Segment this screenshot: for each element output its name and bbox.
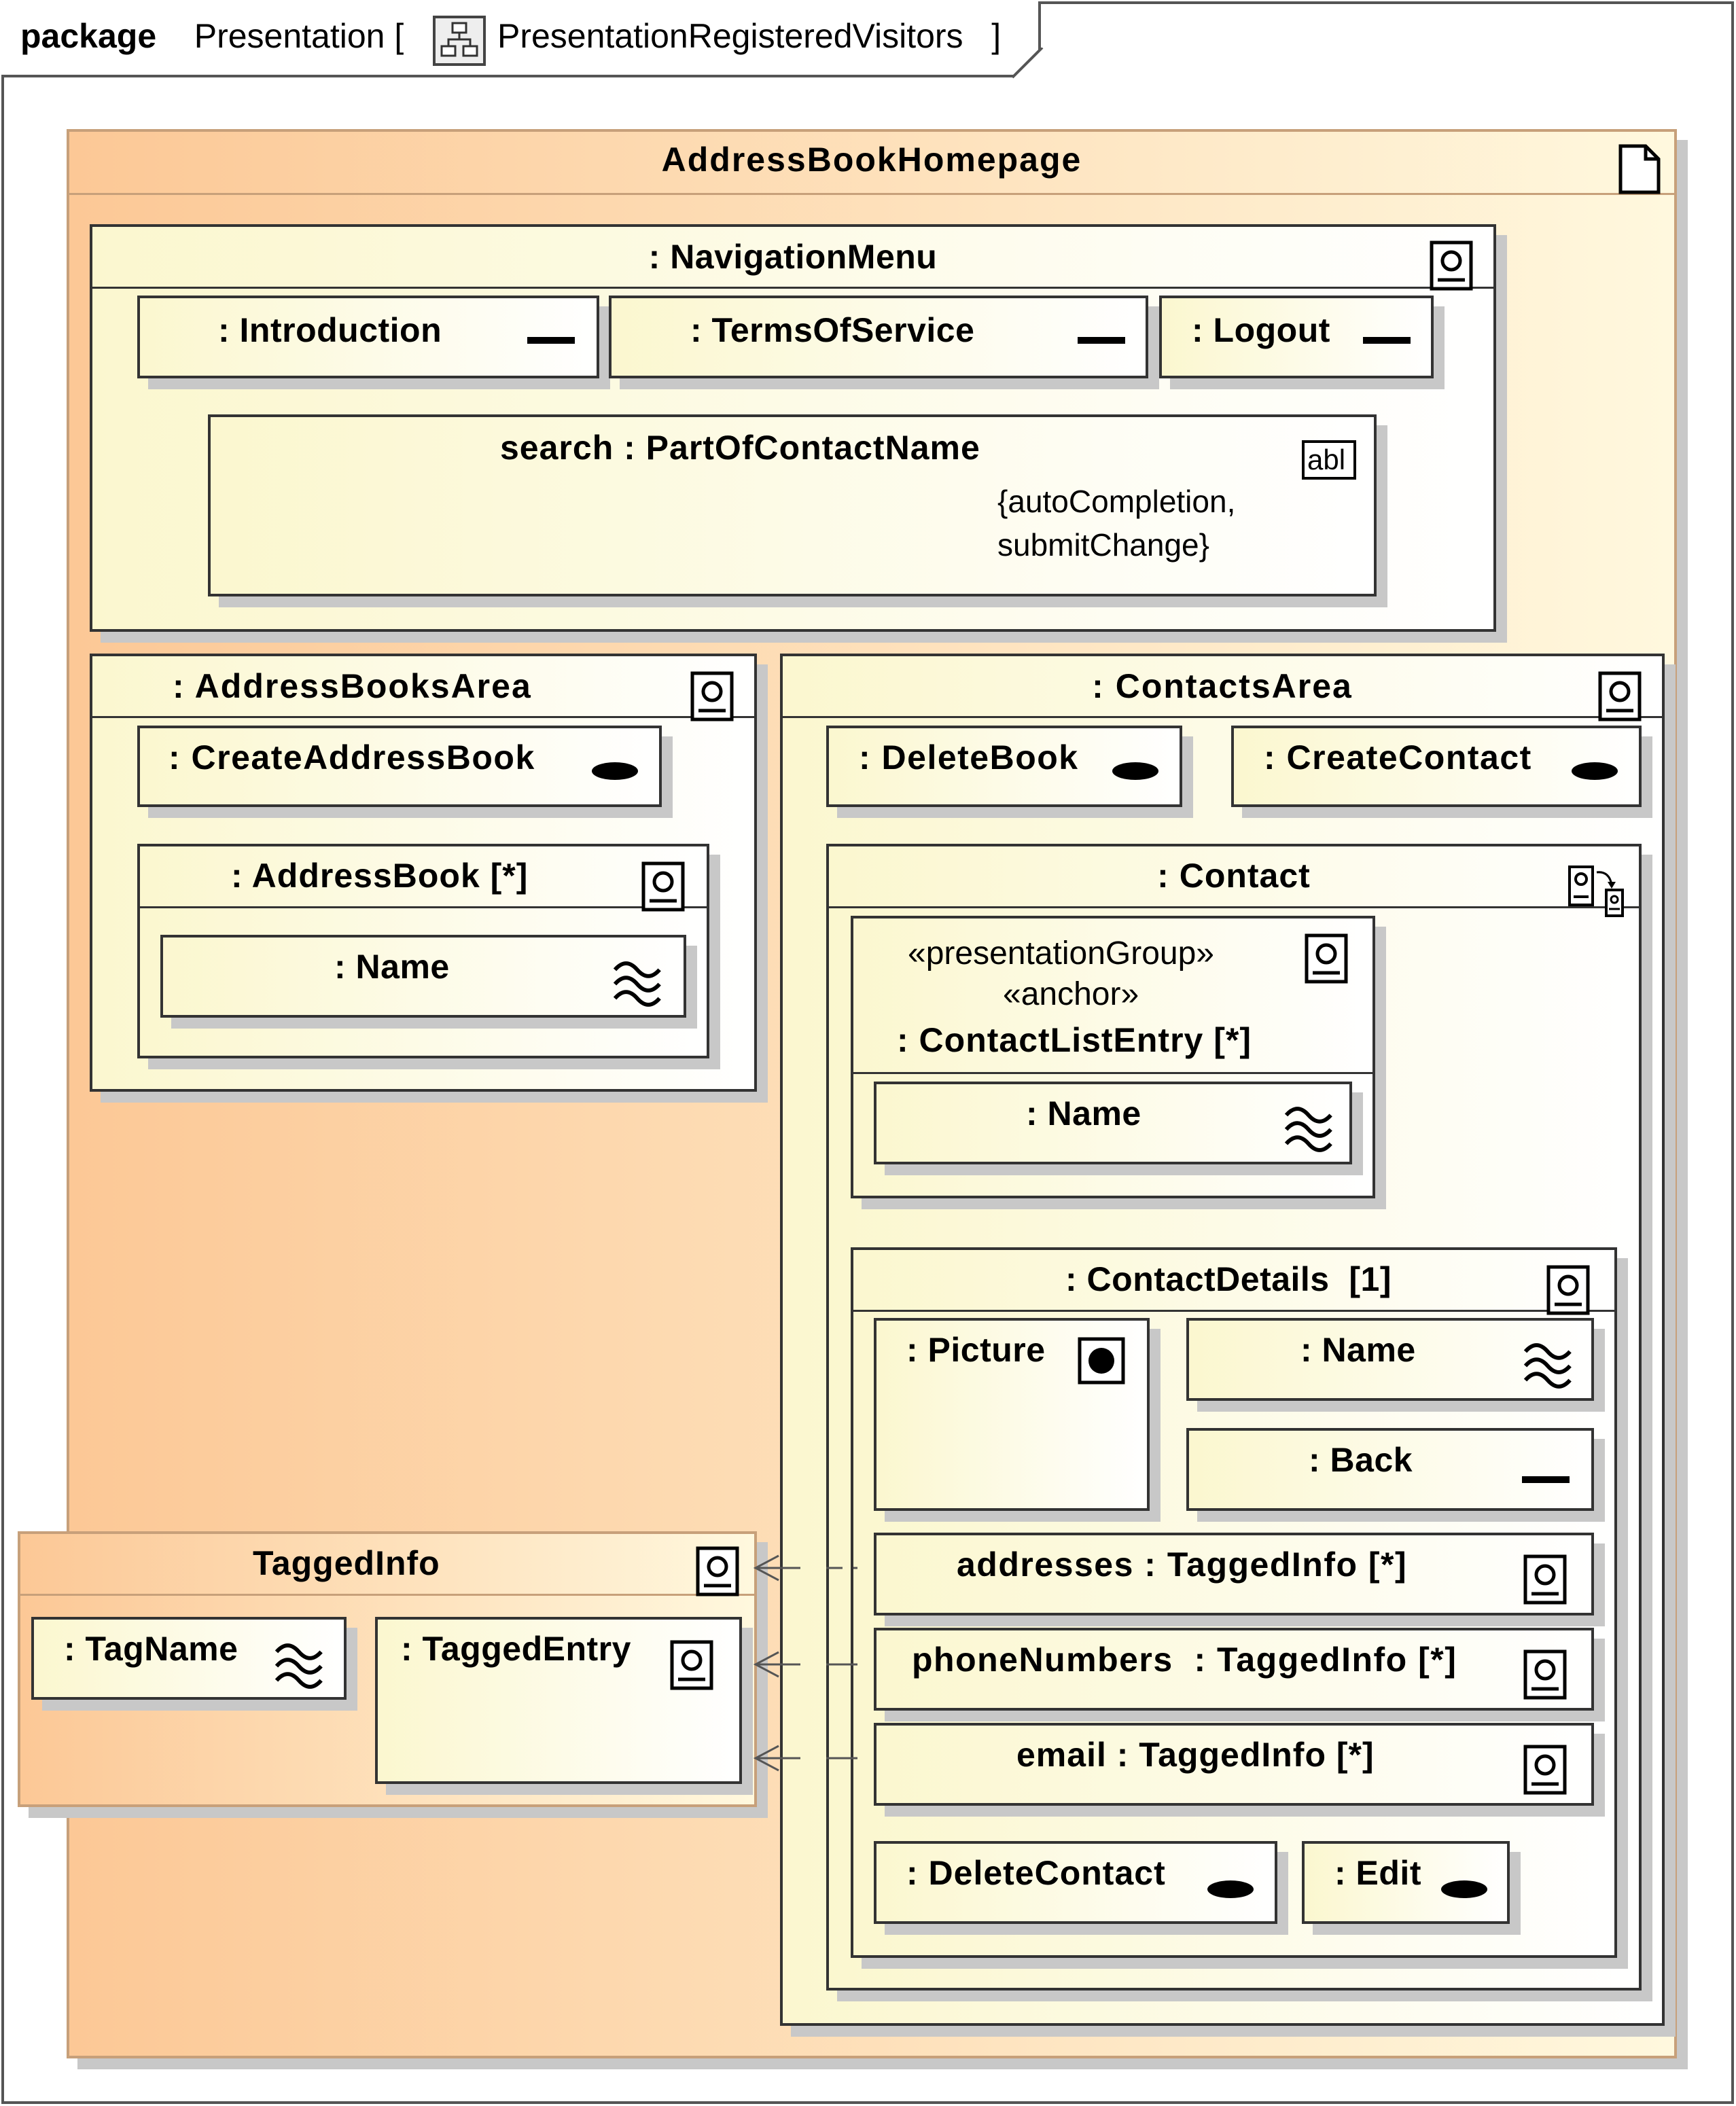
package-header: package Presentation [ (20, 12, 404, 60)
text-input-icon: abl (1302, 440, 1356, 480)
link-icon (1078, 334, 1125, 347)
picture-label: : Picture (906, 1331, 1046, 1369)
container-icon (1523, 1554, 1567, 1605)
introduction-label: : Introduction (218, 311, 442, 349)
tag-name-label: : TagName (64, 1630, 238, 1668)
link-icon (1522, 1473, 1570, 1486)
text-icon (272, 1636, 327, 1692)
contact-list-name-label: : Name (1026, 1094, 1141, 1132)
create-address-book-label: : CreateAddressBook (169, 738, 535, 777)
image-icon (1078, 1337, 1125, 1385)
package-tab-corner (1012, 48, 1044, 79)
contact-details-title: : ContactDetails [1] (1065, 1260, 1392, 1298)
page-icon (1618, 144, 1661, 194)
edit-label: : Edit (1334, 1854, 1421, 1892)
button-icon (1571, 761, 1618, 781)
navigation-menu-title: : NavigationMenu (648, 238, 938, 276)
container-icon (696, 1546, 739, 1596)
text-icon (610, 954, 666, 1010)
search-input[interactable]: search : PartOfContactName abl {autoComp… (208, 414, 1377, 596)
terms-of-service-label: : TermsOfService (690, 311, 975, 349)
back-link[interactable]: : Back (1186, 1428, 1594, 1511)
phone-numbers-list: phoneNumbers : TaggedInfo [*] (874, 1628, 1594, 1711)
email-label: email : TaggedInfo [*] (1016, 1736, 1375, 1774)
stereotype-anchor: «anchor» (1003, 976, 1139, 1012)
container-icon (641, 861, 685, 912)
bracket-open: [ (394, 17, 404, 55)
tagged-entry-label: : TaggedEntry (401, 1630, 631, 1668)
type-reference-arrows (753, 1554, 857, 1772)
container-icon (690, 671, 734, 721)
back-label: : Back (1309, 1441, 1413, 1479)
container-icon (1430, 240, 1473, 291)
address-books-area-title: : AddressBooksArea (173, 667, 532, 705)
contacts-area-title: : ContactsArea (1092, 667, 1353, 705)
address-book-name-label: : Name (334, 948, 450, 986)
addresses-label: addresses : TaggedInfo [*] (957, 1546, 1408, 1584)
contact-switch-icon (1568, 865, 1624, 917)
container-icon (670, 1640, 713, 1690)
create-contact-button[interactable]: : CreateContact (1231, 726, 1642, 807)
diagram-name: PresentationRegisteredVisitors (497, 17, 963, 55)
package-keyword: package (20, 17, 157, 55)
search-constraint-line1: {autoCompletion, (997, 484, 1236, 519)
container-icon (1546, 1265, 1590, 1315)
delete-contact-label: : DeleteContact (906, 1854, 1166, 1892)
create-address-book-button[interactable]: : CreateAddressBook (137, 726, 662, 807)
button-icon (1207, 1879, 1254, 1899)
page-title: AddressBookHomepage (661, 141, 1082, 179)
container-icon (1305, 933, 1348, 984)
search-constraint-line2: submitChange} (997, 527, 1209, 563)
address-book-name-field: : Name (160, 935, 686, 1018)
logout-link[interactable]: : Logout (1159, 296, 1434, 378)
package-header-tab (1, 1, 1041, 77)
contact-list-entry-title: : ContactListEntry [*] (897, 1021, 1252, 1059)
terms-of-service-link[interactable]: : TermsOfService (609, 296, 1148, 378)
bracket-close: ] (991, 17, 1002, 55)
diagram-title: PresentationRegisteredVisitors ] (497, 12, 1001, 60)
button-icon (1112, 761, 1159, 781)
logout-label: : Logout (1192, 311, 1330, 349)
contact-details-name-label: : Name (1300, 1331, 1416, 1369)
button-icon (591, 761, 639, 781)
search-label: search : PartOfContactName (500, 429, 980, 467)
container-icon (1598, 671, 1642, 721)
tagged-entry: : TaggedEntry (375, 1617, 742, 1784)
phone-numbers-label: phoneNumbers : TaggedInfo [*] (912, 1641, 1457, 1679)
email-list: email : TaggedInfo [*] (874, 1723, 1594, 1806)
diagram-hierarchy-icon (433, 16, 486, 66)
text-icon (1521, 1336, 1576, 1391)
address-book-title: : AddressBook [*] (231, 857, 529, 895)
delete-book-label: : DeleteBook (859, 738, 1079, 777)
edit-button[interactable]: : Edit (1302, 1841, 1510, 1924)
text-icon (1281, 1099, 1337, 1155)
contact-title: : Contact (1157, 857, 1311, 895)
contact-list-name-field: : Name (874, 1082, 1352, 1164)
container-icon (1523, 1745, 1567, 1795)
create-contact-label: : CreateContact (1264, 738, 1532, 777)
delete-book-button[interactable]: : DeleteBook (826, 726, 1182, 807)
picture-image: : Picture (874, 1318, 1150, 1511)
link-icon (527, 334, 575, 347)
stereotype-presentation-group: «presentationGroup» (908, 935, 1214, 971)
introduction-link[interactable]: : Introduction (137, 296, 599, 378)
button-icon (1440, 1879, 1488, 1899)
tag-name-field: : TagName (31, 1617, 347, 1700)
addresses-list: addresses : TaggedInfo [*] (874, 1533, 1594, 1616)
link-icon (1363, 334, 1411, 347)
package-name: Presentation (194, 17, 385, 55)
delete-contact-button[interactable]: : DeleteContact (874, 1841, 1277, 1924)
tagged-info-title: TaggedInfo (253, 1544, 440, 1582)
contact-details-name-field: : Name (1186, 1318, 1594, 1401)
container-icon (1523, 1649, 1567, 1700)
